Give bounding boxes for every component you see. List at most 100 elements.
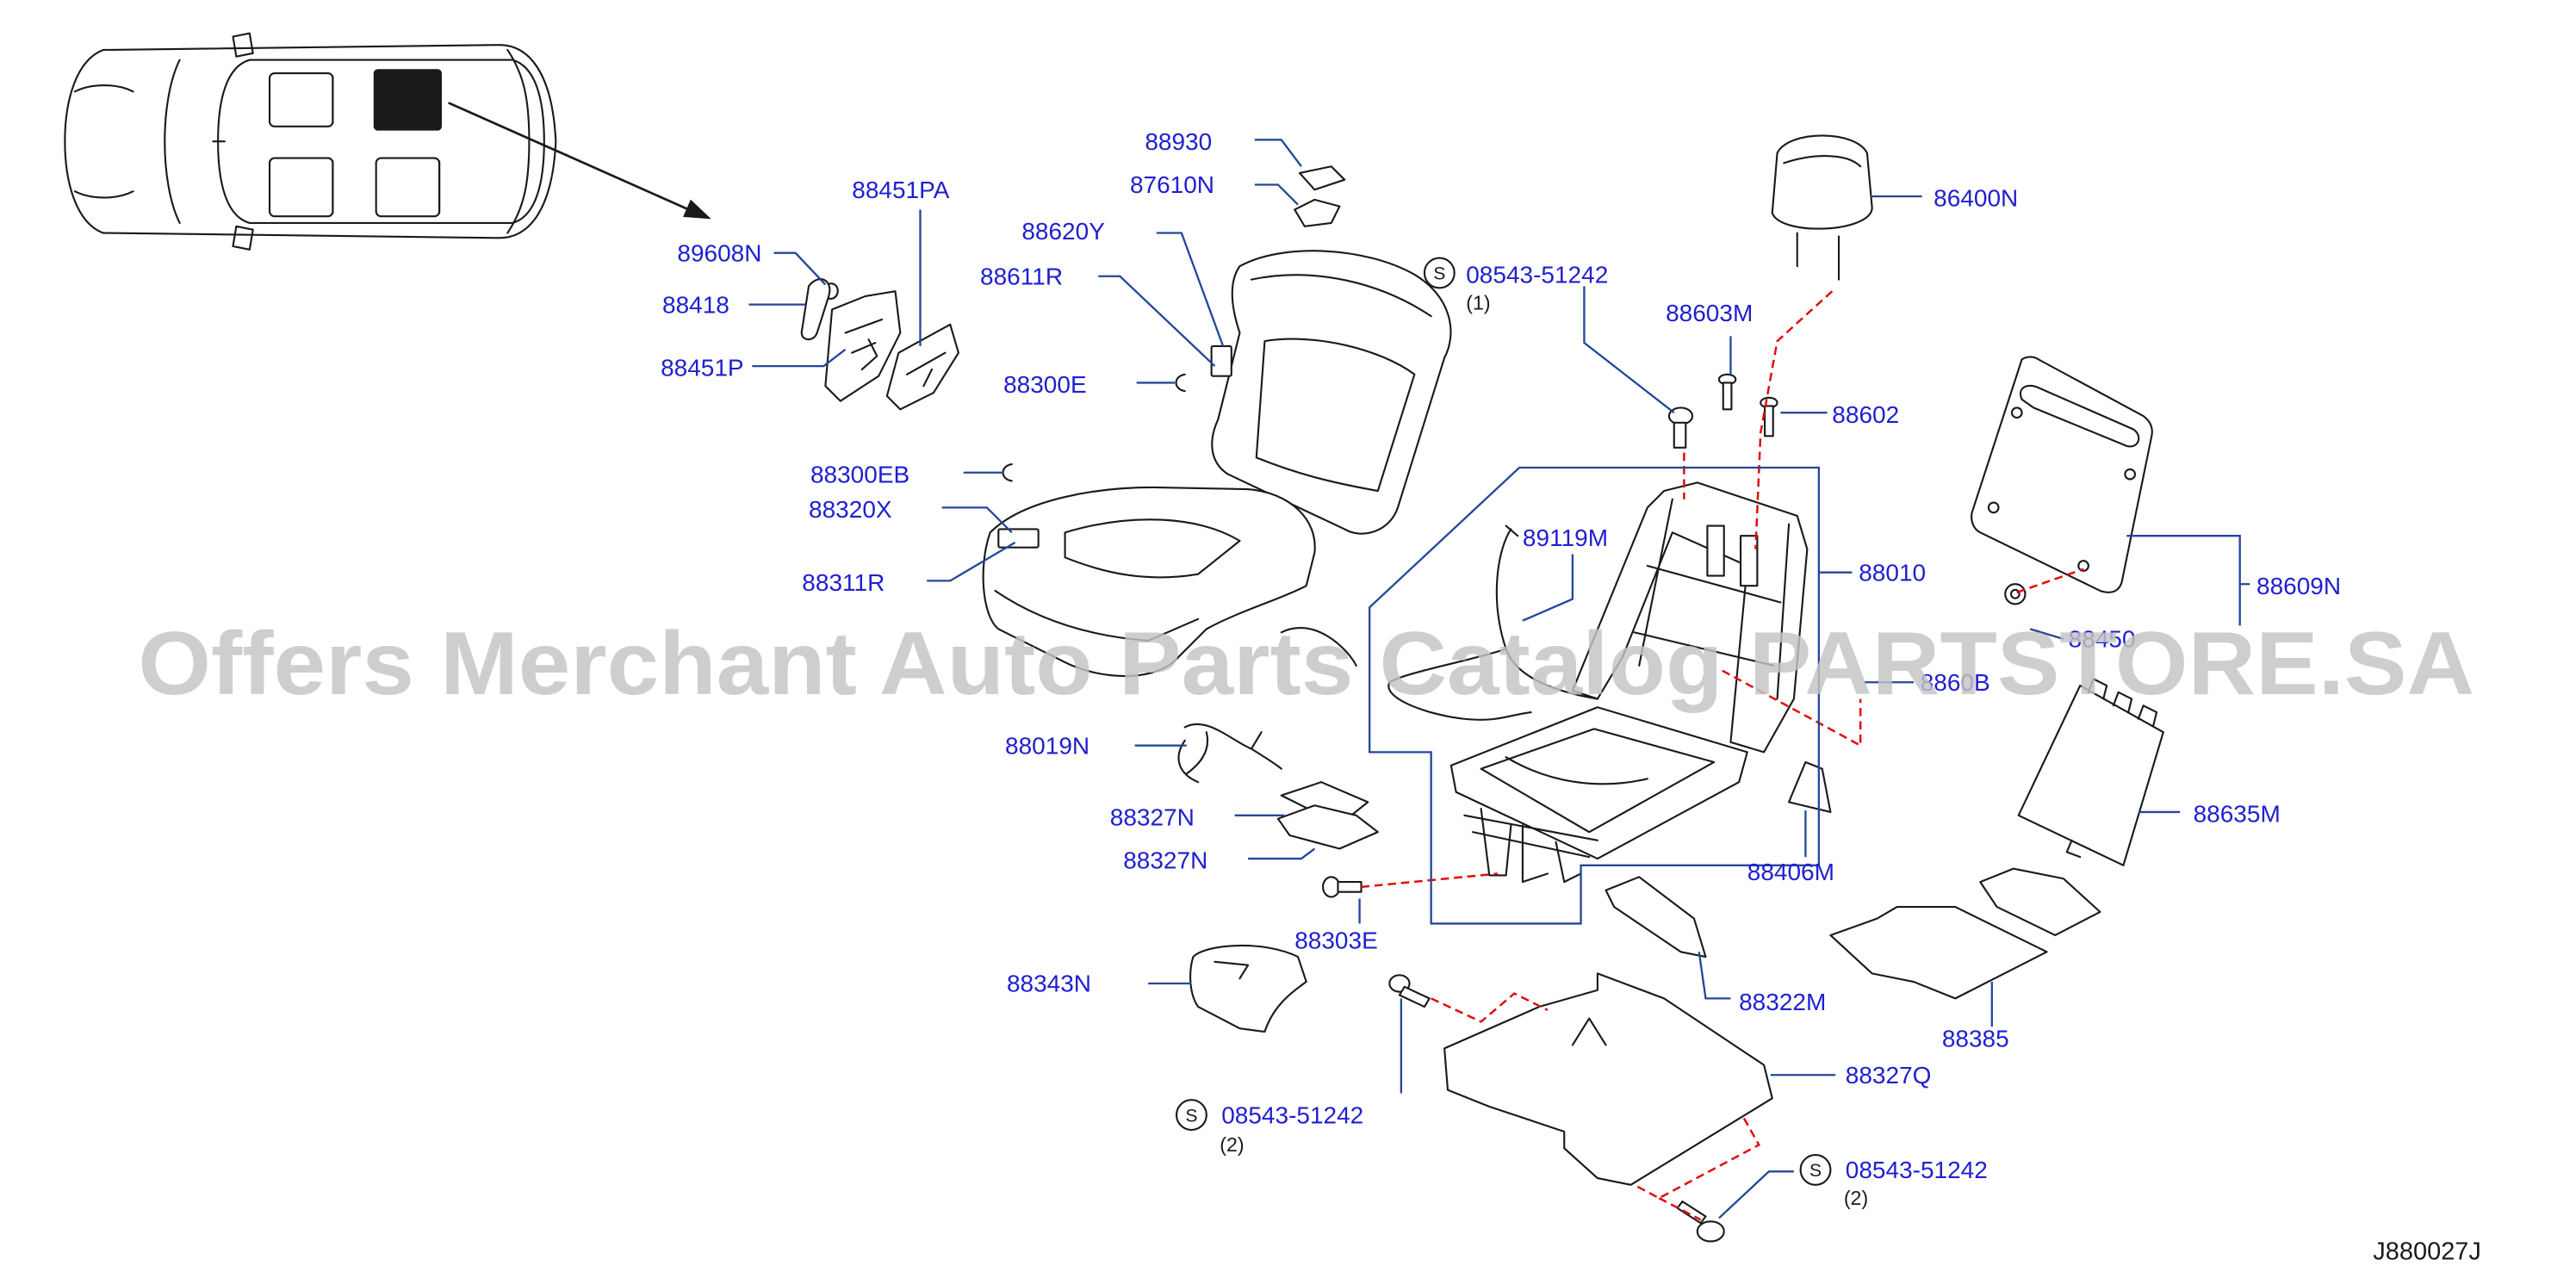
finisher-88451pa-drawing [885, 323, 959, 411]
callout-88451p[interactable]: 88451P [661, 355, 744, 382]
callout-88611r[interactable]: 88611R [980, 263, 1063, 289]
callout-88327q[interactable]: 88327Q [1846, 1062, 1932, 1089]
leader-89608n [773, 251, 827, 286]
headrest-drawing [1771, 134, 1873, 230]
bolt-shaft [1673, 421, 1687, 449]
cover-88385-upper-drawing [1979, 867, 2101, 937]
board-88609n-holes [1987, 406, 2137, 572]
clip-88300e-drawing [1175, 373, 1186, 393]
callout-88620y[interactable]: 88620Y [1021, 218, 1105, 245]
screw-symbol: S [1185, 1105, 1197, 1126]
bolt-shaft [1764, 405, 1774, 437]
bolt-shaft [1676, 1200, 1707, 1225]
bolt-shaft [1337, 881, 1362, 893]
locator-arrow [448, 102, 711, 220]
bolt-lower-right-assembly-line [1633, 1117, 1761, 1221]
locator-arrow-shaft [448, 102, 691, 211]
callout-88019n[interactable]: 88019N [1005, 732, 1089, 759]
callout-88303e[interactable]: 88303E [1294, 927, 1378, 953]
finisher-88451p-detail [844, 318, 884, 371]
headrest-guide-right [1739, 535, 1759, 587]
bolt-shaft [1722, 382, 1733, 411]
seat-cushion-tag [997, 528, 1040, 549]
leader-88311r [927, 541, 1016, 582]
headrest-guide-left [1706, 524, 1725, 577]
cover-88385-lower-drawing [1829, 906, 2048, 1000]
screw-symbol-ring [1175, 1099, 1207, 1132]
callout-88609n[interactable]: 88609N [2256, 573, 2341, 599]
screw-quantity: (1) [1466, 291, 1490, 313]
finisher-88451pa-detail [905, 351, 947, 388]
callout-88300eb[interactable]: 88300EB [810, 461, 909, 487]
callout-86400n[interactable]: 86400N [1934, 185, 2018, 212]
bolt-head [1696, 1220, 1725, 1243]
callout-88602[interactable]: 88602 [1832, 401, 1899, 428]
part-87610n-drawing [1294, 198, 1341, 227]
leader-88620y [1156, 232, 1225, 347]
cover-88327n-upper-drawing [1280, 781, 1369, 816]
callout-88343n[interactable]: 88343N [1007, 971, 1091, 997]
leader-88611r [1098, 275, 1216, 367]
callout-88603m[interactable]: 88603M [1666, 300, 1753, 326]
frame-base-details [1463, 728, 1716, 884]
leader-87610n [1254, 183, 1299, 206]
callout-88418[interactable]: 88418 [662, 291, 729, 318]
frame-base [1449, 706, 1748, 860]
leader-lines [748, 139, 2250, 1219]
diagram-code: J880027J [2373, 1238, 2481, 1266]
leader-88322m [1698, 952, 1731, 1000]
callout-88322m[interactable]: 88322M [1739, 989, 1826, 1015]
cover-88343n-drawing [1189, 944, 1307, 1033]
callout-88385[interactable]: 88385 [1942, 1025, 2009, 1052]
callout-88635m[interactable]: 88635M [2194, 801, 2281, 828]
screw-symbol: S [1433, 264, 1445, 284]
hole [2077, 560, 2089, 572]
callout-88327n-lower[interactable]: 88327N [1123, 847, 1207, 874]
callout-88406m[interactable]: 88406M [1747, 859, 1834, 885]
cover-88327q-drawing [1443, 972, 1773, 1186]
grommet-assembly-line [2016, 568, 2084, 594]
callout-88327n-upper[interactable]: 88327N [1110, 803, 1195, 830]
assembly-lines [1361, 290, 2084, 1221]
seat-front-left [268, 71, 334, 127]
callout-8860b[interactable]: 8860B [1921, 669, 1990, 696]
screw-part-number[interactable]: 08543-51242 [1221, 1101, 1363, 1128]
part-88930-drawing [1298, 165, 1346, 191]
screw-part-number[interactable]: 08543-51242 [1846, 1157, 1988, 1183]
seat-cushion-seams [994, 518, 1241, 642]
callout-89119m[interactable]: 89119M [1523, 524, 1608, 551]
callout-88451pa[interactable]: 88451PA [852, 177, 949, 203]
panel-88635m-tabs [2065, 678, 2158, 859]
frame-back-rails [1633, 498, 1791, 700]
leader-88930 [1254, 139, 1302, 167]
callout-87610n[interactable]: 87610N [1130, 171, 1214, 198]
headrest-posts [1783, 155, 1862, 281]
vehicle-body-details [73, 32, 545, 251]
frame-8860b-assembly-line [1722, 669, 1862, 748]
hole [2010, 406, 2023, 419]
hole [1987, 501, 2000, 514]
screw-quantity: (2) [1844, 1187, 1868, 1209]
cover-88418-drawing [800, 278, 831, 341]
headrest-assembly-line [1754, 290, 1834, 549]
locator-arrow-head [683, 199, 711, 220]
callout-88930[interactable]: 88930 [1145, 128, 1212, 155]
panel-88635m-drawing [2017, 685, 2164, 866]
bolt-shaft [1398, 985, 1431, 1008]
callout-88010[interactable]: 88010 [1859, 559, 1926, 586]
leader-88327n-lower [1248, 847, 1316, 860]
cable-89119m-drawing [1387, 524, 1598, 721]
callout-88300e[interactable]: 88300E [1003, 371, 1087, 398]
leader-88320x [941, 506, 1013, 534]
grommet-outer [2004, 583, 2027, 605]
bolt-88303e [1322, 876, 1362, 898]
callout-89608n[interactable]: 89608N [677, 239, 761, 266]
callout-88320x[interactable]: 88320X [809, 496, 892, 523]
callout-88450[interactable]: 88450 [2069, 626, 2136, 653]
screw-note-3: S 08543-51242 (2) [1799, 1153, 1988, 1209]
callout-88311r[interactable]: 88311R [802, 569, 885, 596]
board-88609n-slot [2020, 384, 2140, 448]
part-88322m-drawing [1605, 876, 1707, 958]
screw-symbol-ring [1423, 257, 1456, 289]
screw-part-number[interactable]: 08543-51242 [1466, 261, 1608, 288]
